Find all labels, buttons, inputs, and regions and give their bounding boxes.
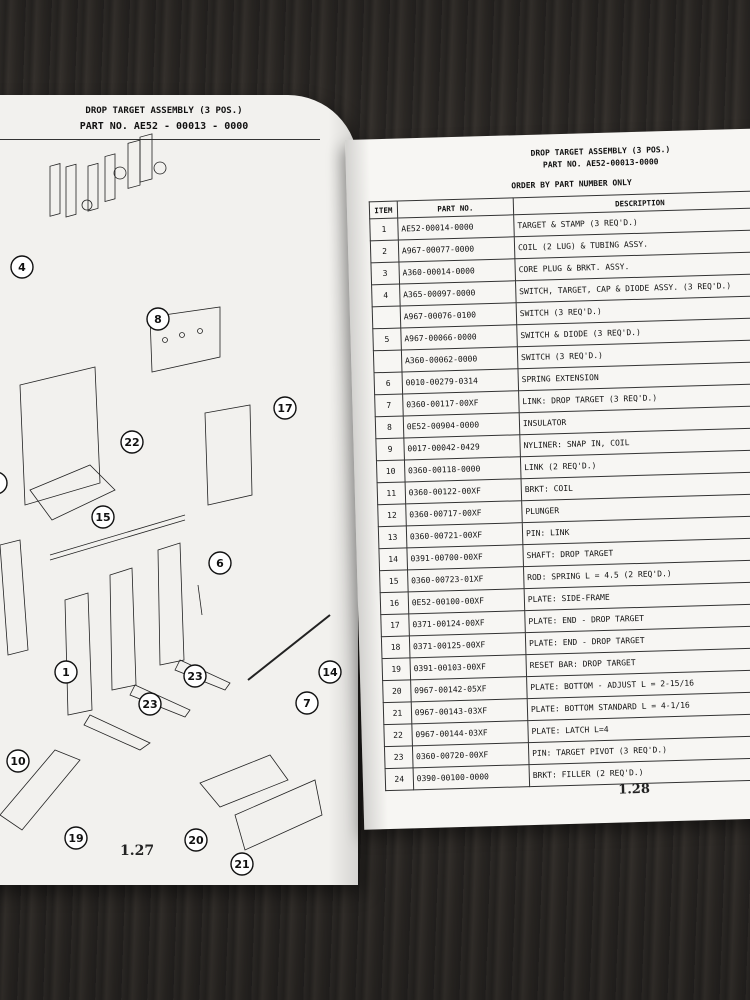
cell-part-no: 0360-00723-01XF bbox=[407, 566, 525, 592]
cell-part-no: 0967-00143-03XF bbox=[411, 698, 528, 724]
callout-23b: 23 bbox=[138, 692, 162, 716]
callout-6-left: 6 bbox=[0, 472, 8, 494]
cell-part-no: 0360-00122-00XF bbox=[404, 478, 522, 504]
cell-item: 7 bbox=[374, 393, 404, 417]
callout-22: 22 bbox=[120, 430, 144, 454]
cell-item: 17 bbox=[380, 613, 410, 637]
callout-label: 22 bbox=[124, 436, 139, 449]
cell-part-no: 0360-00118-0000 bbox=[404, 456, 521, 482]
cell-part-no: 0391-00700-00XF bbox=[406, 544, 524, 570]
cell-item: 11 bbox=[377, 481, 406, 505]
callout-10: 10 bbox=[6, 749, 30, 773]
cell-item: 13 bbox=[378, 525, 407, 549]
cell-item: 6 bbox=[374, 372, 403, 395]
cell-part-no: 0010-00279-0314 bbox=[401, 368, 519, 394]
callout-label: 19 bbox=[68, 832, 83, 845]
callout-21: 21 bbox=[230, 852, 254, 876]
left-page: DROP TARGET ASSEMBLY (3 POS.) PART NO. A… bbox=[0, 95, 358, 885]
callout-label: 7 bbox=[303, 697, 311, 710]
cell-part-no: 0967-00142-05XF bbox=[410, 676, 528, 702]
right-page-number: 1.28 bbox=[618, 781, 651, 798]
callout-label: 6 bbox=[216, 557, 224, 570]
callout-label: 20 bbox=[188, 834, 204, 847]
cell-item: 22 bbox=[383, 723, 413, 747]
callout-label: 23 bbox=[142, 698, 157, 711]
cell-part-no: 0967-00144-03XF bbox=[411, 720, 529, 746]
order-note: ORDER BY PART NUMBER ONLY bbox=[511, 178, 632, 191]
callout-label: 23 bbox=[187, 670, 202, 683]
left-page-number: 1.27 bbox=[120, 843, 155, 859]
cell-part-no: 0360-00721-00XF bbox=[406, 522, 523, 548]
callout-label: 15 bbox=[95, 511, 110, 524]
cell-item: 8 bbox=[375, 415, 404, 439]
callout-1: 1 bbox=[54, 660, 78, 684]
callout-label: 10 bbox=[10, 755, 26, 768]
callout-label: 8 bbox=[154, 313, 162, 326]
cell-item: 5 bbox=[372, 328, 402, 351]
cell-part-no: A365-00097-0000 bbox=[399, 280, 517, 307]
cell-part-no: 0E52-00100-00XF bbox=[407, 588, 525, 614]
callout-20: 20 bbox=[184, 828, 208, 852]
cell-item: 19 bbox=[381, 657, 411, 681]
cell-item: 9 bbox=[375, 437, 405, 461]
callout-6: 6 bbox=[208, 551, 232, 575]
callout-4: 4 bbox=[10, 255, 34, 279]
cell-part-no: 0390-00100-0000 bbox=[412, 764, 530, 790]
callout-label: 21 bbox=[234, 858, 249, 871]
cell-part-no: 0360-00720-00XF bbox=[412, 742, 529, 768]
cell-item: 16 bbox=[380, 591, 409, 615]
header-item: ITEM bbox=[369, 201, 398, 219]
cell-part-no: A360-00062-0000 bbox=[401, 346, 518, 373]
cell-item: 24 bbox=[385, 767, 414, 791]
callout-19: 19 bbox=[64, 826, 88, 850]
callout-label: 14 bbox=[322, 666, 338, 679]
cell-part-no: AE52-00014-0000 bbox=[397, 214, 515, 241]
title-rule bbox=[0, 139, 320, 140]
cell-item: 4 bbox=[371, 284, 400, 307]
right-page: DROP TARGET ASSEMBLY (3 POS.) PART NO. A… bbox=[345, 128, 750, 830]
cell-part-no: 0371-00125-00XF bbox=[409, 632, 526, 658]
callout-17: 17 bbox=[273, 396, 297, 420]
right-page-title: DROP TARGET ASSEMBLY (3 POS.) PART NO. A… bbox=[435, 142, 750, 175]
cell-part-no: A967-00066-0000 bbox=[400, 324, 518, 351]
callout-label: 17 bbox=[277, 402, 292, 415]
cell-item: 14 bbox=[378, 547, 408, 571]
callout-8: 8 bbox=[146, 307, 170, 331]
cell-item bbox=[372, 306, 401, 329]
left-title-line1: DROP TARGET ASSEMBLY (3 POS.) bbox=[85, 106, 243, 116]
cell-item: 1 bbox=[369, 218, 399, 241]
cell-part-no: 0017-00042-0429 bbox=[403, 434, 521, 460]
cell-item: 2 bbox=[370, 240, 399, 263]
cell-part-no: 0360-00717-00XF bbox=[405, 500, 523, 526]
left-page-title: DROP TARGET ASSEMBLY (3 POS.) PART NO. A… bbox=[64, 106, 264, 137]
callout-label: 4 bbox=[18, 261, 26, 274]
exploded-parts-diagram: 4 8 17 22 15 6 6 1 23 23 7 14 10 19 20 2… bbox=[0, 133, 342, 876]
callout-7: 7 bbox=[295, 691, 319, 715]
cell-part-no: A967-00077-0000 bbox=[398, 236, 515, 263]
callout-14: 14 bbox=[318, 660, 342, 684]
cell-item: 12 bbox=[377, 503, 407, 527]
cell-part-no: 0371-00124-00XF bbox=[408, 610, 526, 636]
cell-part-no: 0360-00117-00XF bbox=[402, 390, 520, 416]
cell-item: 15 bbox=[379, 569, 408, 593]
cell-item: 3 bbox=[370, 262, 400, 285]
cell-part-no: A967-00076-0100 bbox=[399, 302, 517, 329]
cell-item bbox=[373, 350, 402, 373]
left-title-line2: PART NO. AE52 - 00013 - 0000 bbox=[79, 121, 249, 132]
cell-part-no: 0E52-00904-0000 bbox=[403, 412, 520, 438]
callout-15: 15 bbox=[91, 505, 115, 529]
cell-part-no: 0391-00103-00XF bbox=[409, 654, 527, 680]
cell-item: 21 bbox=[383, 701, 412, 725]
cell-item: 23 bbox=[384, 745, 413, 769]
callout-23a: 23 bbox=[183, 664, 207, 688]
cell-item: 18 bbox=[381, 635, 410, 659]
cell-item: 10 bbox=[376, 459, 405, 483]
cell-item: 20 bbox=[382, 679, 412, 703]
cell-part-no: A360-00014-0000 bbox=[398, 258, 516, 285]
callout-label: 1 bbox=[62, 666, 70, 679]
